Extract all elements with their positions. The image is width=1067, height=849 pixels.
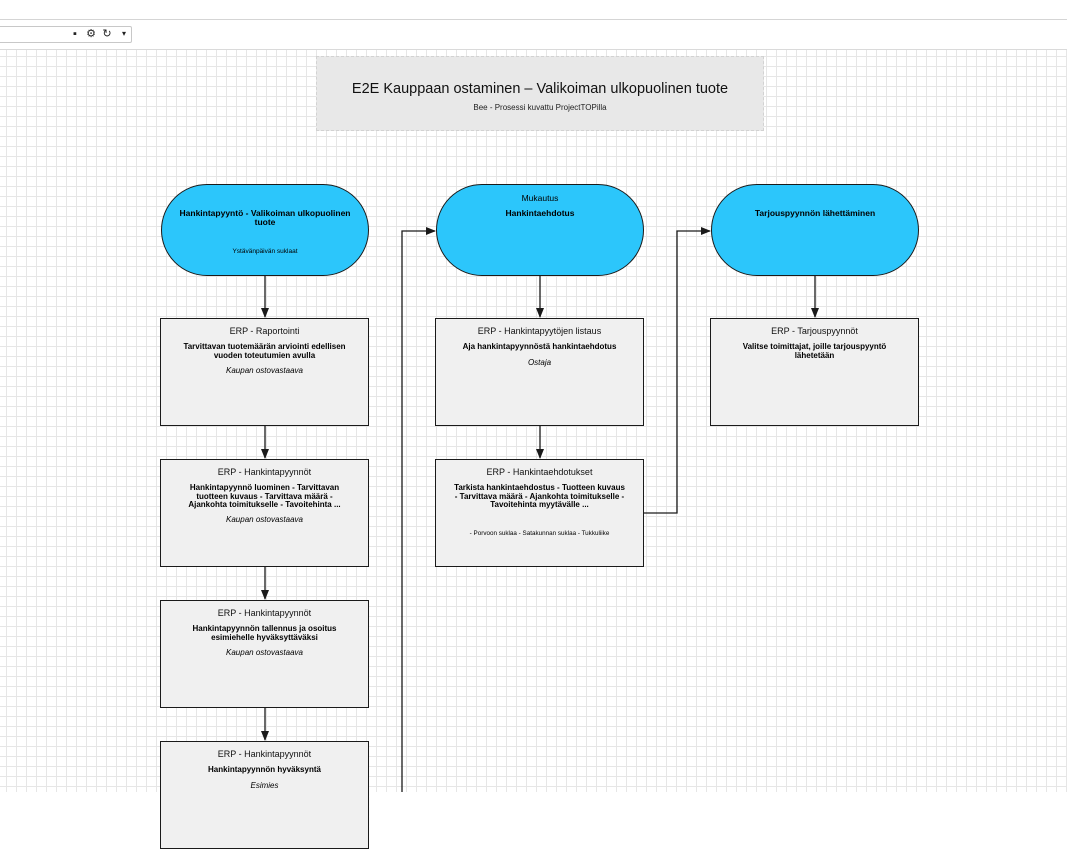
diagram-name-field[interactable] xyxy=(0,26,132,43)
step-system: ERP - Hankintapyynnöt xyxy=(217,608,312,618)
step-system: ERP - Hankintapyytöjen listaus xyxy=(477,326,602,336)
process-pill-hankintaehdotus[interactable]: Mukautus Hankintaehdotus xyxy=(436,184,644,276)
step-role: Ostaja xyxy=(527,358,552,367)
step-task: Tarvittavan tuotemäärän arviointi edelli… xyxy=(183,342,346,360)
connector-arrow xyxy=(644,227,711,514)
process-step-hankintapyynto-tallennus[interactable]: ERP - Hankintapyynnöt Hankintapyynnön ta… xyxy=(160,600,369,708)
step-role: Kaupan ostovastaava xyxy=(226,366,303,375)
process-step-hankintapyyntojen-listaus[interactable]: ERP - Hankintapyytöjen listaus Aja hanki… xyxy=(435,318,644,426)
step-role: Kaupan ostovastaava xyxy=(226,648,303,657)
step-task: Valitse toimittajat, joille tarjouspyynt… xyxy=(742,342,887,360)
diagram-title-box[interactable]: E2E Kauppaan ostaminen – Valikoiman ulko… xyxy=(316,56,764,131)
redo-icon[interactable]: ↻ xyxy=(102,28,112,40)
connector-layer xyxy=(261,227,819,792)
step-system: ERP - Hankintapyynnöt xyxy=(217,749,312,759)
step-system: ERP - Hankintaehdotukset xyxy=(486,467,593,477)
step-task: Hankintapyynnön hyväksyntä xyxy=(208,765,321,774)
pill-title: Hankintapyyntö - Valikoiman ulkopuolinen… xyxy=(179,208,351,227)
process-pill-hankintapyynto[interactable]: Hankintapyyntö - Valikoiman ulkopuolinen… xyxy=(161,184,369,276)
step-task: Aja hankintapyynnöstä hankintaehdotus xyxy=(462,342,617,351)
diagram-title: E2E Kauppaan ostaminen – Valikoiman ulko… xyxy=(351,81,729,97)
step-note: - Porvoon suklaa - Satakunnan suklaa - T… xyxy=(469,530,610,537)
connector-arrow xyxy=(401,227,436,792)
step-task: Hankintapyynnö luominen - Tarvittavan tu… xyxy=(188,483,341,510)
save-icon[interactable]: ▪ xyxy=(73,28,77,40)
top-bar xyxy=(0,0,1067,20)
step-role: Kaupan ostovastaava xyxy=(226,515,303,524)
gear-icon[interactable]: ⚙ xyxy=(86,28,96,40)
step-system: ERP - Raportointi xyxy=(229,326,300,336)
dropdown-caret-icon[interactable]: ▾ xyxy=(121,29,126,38)
pill-note: Ystävänpäivän suklaat xyxy=(232,248,298,255)
toolbar xyxy=(0,20,1067,50)
process-step-hankintaehdotukset[interactable]: ERP - Hankintaehdotukset Tarkista hankin… xyxy=(435,459,644,567)
pill-label: Mukautus xyxy=(521,193,559,203)
process-step-raportointi[interactable]: ERP - Raportointi Tarvittavan tuotemäärä… xyxy=(160,318,369,426)
process-step-hankintapyynto-luominen[interactable]: ERP - Hankintapyynnöt Hankintapyynnö luo… xyxy=(160,459,369,567)
diagram-subtitle: Bee - Prosessi kuvattu ProjectTOPilla xyxy=(473,103,607,112)
pill-title: Tarjouspyynnön lähettäminen xyxy=(754,208,876,218)
step-task: Tarkista hankintaehdostus - Tuotteen kuv… xyxy=(454,483,625,510)
step-system: ERP - Hankintapyynnöt xyxy=(217,467,312,477)
process-step-tarjouspyynnot[interactable]: ERP - Tarjouspyynnöt Valitse toimittajat… xyxy=(710,318,919,426)
step-role: Esimies xyxy=(250,781,279,790)
pill-title: Hankintaehdotus xyxy=(505,208,575,218)
step-system: ERP - Tarjouspyynnöt xyxy=(771,326,858,336)
step-task: Hankintapyynnön tallennus ja osoitus esi… xyxy=(192,624,337,642)
process-pill-tarjouspyynto[interactable]: Tarjouspyynnön lähettäminen xyxy=(711,184,919,276)
